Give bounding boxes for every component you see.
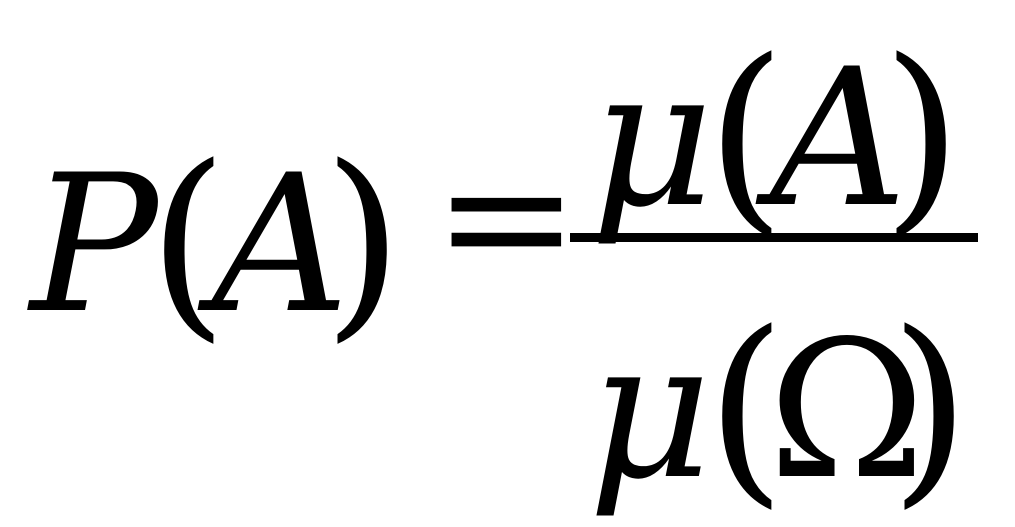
numerator-argument-a: A [770,28,908,249]
lhs-argument-a: A [212,134,350,355]
numerator-close-paren: ) [882,17,962,255]
denominator-close-paren: ) [890,289,970,527]
lhs-close-paren: ) [323,123,403,361]
probability-formula: P ( A ) = μ ( A ) μ ( Ω ) [30,17,978,511]
denominator-function-mu: μ [588,300,712,521]
lhs-function-p: P [30,134,158,355]
denominator-open-paren: ( [706,289,786,527]
numerator-open-paren: ( [706,17,786,255]
lhs-open-paren: ( [148,123,228,361]
equals-sign: = [433,116,580,319]
numerator-function-mu: μ [590,28,714,249]
denominator-argument-omega: Ω [768,300,926,521]
fraction-bar [570,233,978,242]
